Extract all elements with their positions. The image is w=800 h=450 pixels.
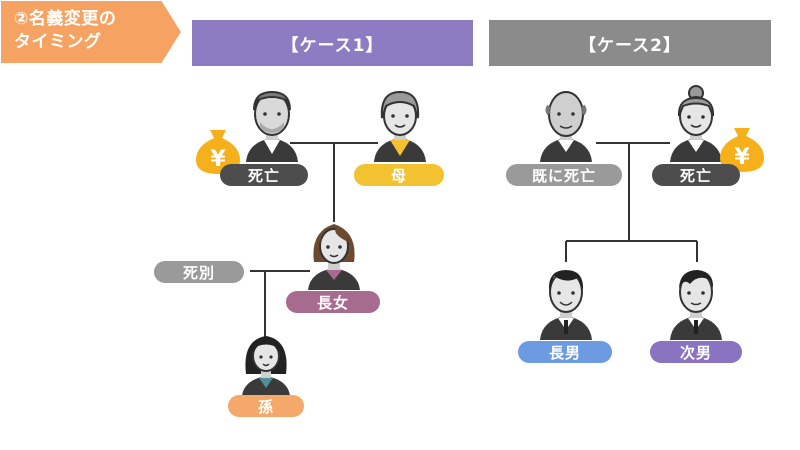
label-case1-mother: 母 (354, 164, 444, 186)
case2-grandfather-icon (540, 91, 592, 162)
title-line-2: タイミング (14, 32, 102, 52)
second-son-icon (670, 270, 722, 340)
grandchild-icon (242, 336, 290, 396)
label-case1-eldest-daughter: 長女 (286, 291, 380, 313)
label-case1-grandfather-deceased: 死亡 (220, 164, 308, 186)
svg-text:¥: ¥ (734, 145, 750, 170)
label-case2-grandfather-already-deceased: 既に死亡 (506, 164, 622, 186)
mother-icon (374, 90, 426, 162)
label-case2-second-son: 次男 (650, 341, 742, 363)
svg-text:¥: ¥ (210, 147, 226, 172)
case2-grandmother-icon (670, 85, 722, 162)
label-case1-grandchild: 孫 (228, 395, 304, 417)
title-arrow-shape (0, 0, 184, 65)
title-line-1: ②名義変更の (14, 9, 117, 29)
case2-header: 【ケース2】 (489, 20, 771, 66)
grandfather-icon (246, 90, 298, 162)
eldest-son-icon (540, 270, 592, 340)
label-case1-separation: 死別 (154, 261, 244, 283)
eldest-daughter-icon (308, 224, 360, 290)
label-case2-grandmother-deceased: 死亡 (652, 164, 740, 186)
money-bag-icon: ¥ (720, 128, 764, 172)
label-case2-eldest-son: 長男 (518, 341, 612, 363)
case1-header: 【ケース1】 (192, 20, 473, 66)
